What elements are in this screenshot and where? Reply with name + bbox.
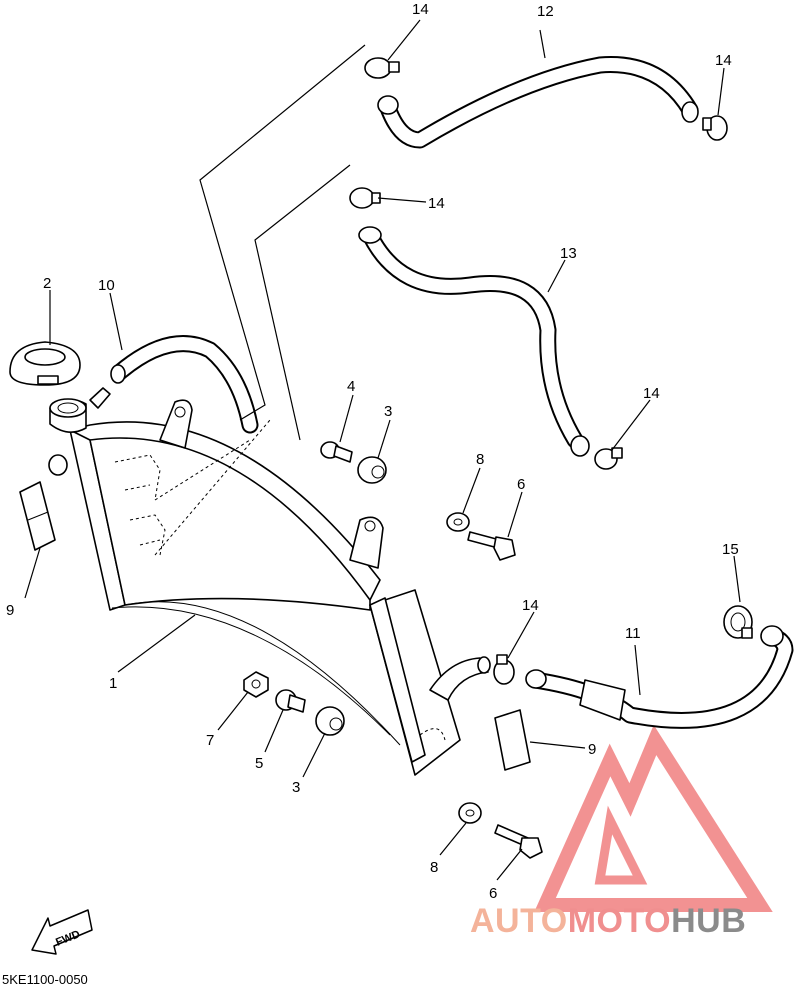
- washer-8-lower: [458, 802, 482, 824]
- watermark-auto: AUTO: [470, 902, 568, 940]
- callout-14-top: 14: [412, 1, 429, 18]
- callout-4: 4: [347, 378, 355, 395]
- automotohub-logo-icon: [534, 724, 773, 912]
- watermark-brand: AUTOMOTOHUB: [470, 902, 746, 941]
- hose-11: [525, 625, 794, 729]
- radiator-assembly: [48, 387, 491, 776]
- clamp-14-lower: [594, 447, 623, 470]
- callout-14-lower: 14: [643, 385, 660, 402]
- hose-10: [110, 335, 259, 434]
- washer-8-upper: [446, 512, 470, 532]
- callout-8-upper: 8: [476, 451, 484, 468]
- radiator-cap: [9, 341, 81, 386]
- label-9-right: [494, 709, 531, 771]
- label-9-left: [19, 481, 56, 551]
- callout-9-left: 9: [6, 602, 14, 619]
- clamp-14-top: [364, 57, 400, 79]
- bolt-6-upper: [467, 531, 516, 561]
- watermark-moto: MOTO: [567, 902, 672, 940]
- collar-4: [320, 441, 353, 463]
- diagram-code: 5KE1100-0050: [2, 972, 88, 987]
- callout-14-right: 14: [715, 52, 732, 69]
- clamp-14-mid: [349, 187, 381, 209]
- routing-line-lower: [254, 164, 351, 441]
- callout-15: 15: [722, 541, 739, 558]
- collar-5: [275, 689, 306, 713]
- callout-3-upper: 3: [384, 403, 392, 420]
- leader-lines: [24, 19, 741, 881]
- callout-6-lower: 6: [489, 885, 497, 902]
- callout-8-lower: 8: [430, 859, 438, 876]
- callout-7: 7: [206, 732, 214, 749]
- callout-6-upper: 6: [517, 476, 525, 493]
- callout-11: 11: [625, 625, 641, 642]
- callout-13: 13: [560, 245, 577, 262]
- damper-3-upper: [357, 456, 387, 484]
- hose-13: [358, 226, 590, 457]
- callout-3-lower: 3: [292, 779, 300, 796]
- fwd-arrow-icon: FWD: [31, 909, 93, 955]
- bolt-6-lower: [494, 824, 543, 859]
- callout-2: 2: [43, 275, 51, 292]
- callout-1: 1: [109, 675, 117, 692]
- clamp-15: [723, 605, 753, 639]
- callout-14-outlet: 14: [522, 597, 539, 614]
- callout-5: 5: [255, 755, 263, 772]
- clamp-14-outlet: [493, 654, 515, 685]
- watermark-hub: HUB: [671, 902, 747, 940]
- callout-9-right: 9: [588, 741, 596, 758]
- nut-7: [243, 671, 269, 698]
- routing-line-upper: [199, 44, 366, 421]
- callout-12: 12: [537, 3, 554, 20]
- callout-14-mid: 14: [428, 195, 445, 212]
- hose-12: [377, 56, 699, 149]
- callout-10: 10: [98, 277, 115, 294]
- damper-3-lower: [315, 706, 345, 736]
- clamp-14-right: [702, 115, 728, 141]
